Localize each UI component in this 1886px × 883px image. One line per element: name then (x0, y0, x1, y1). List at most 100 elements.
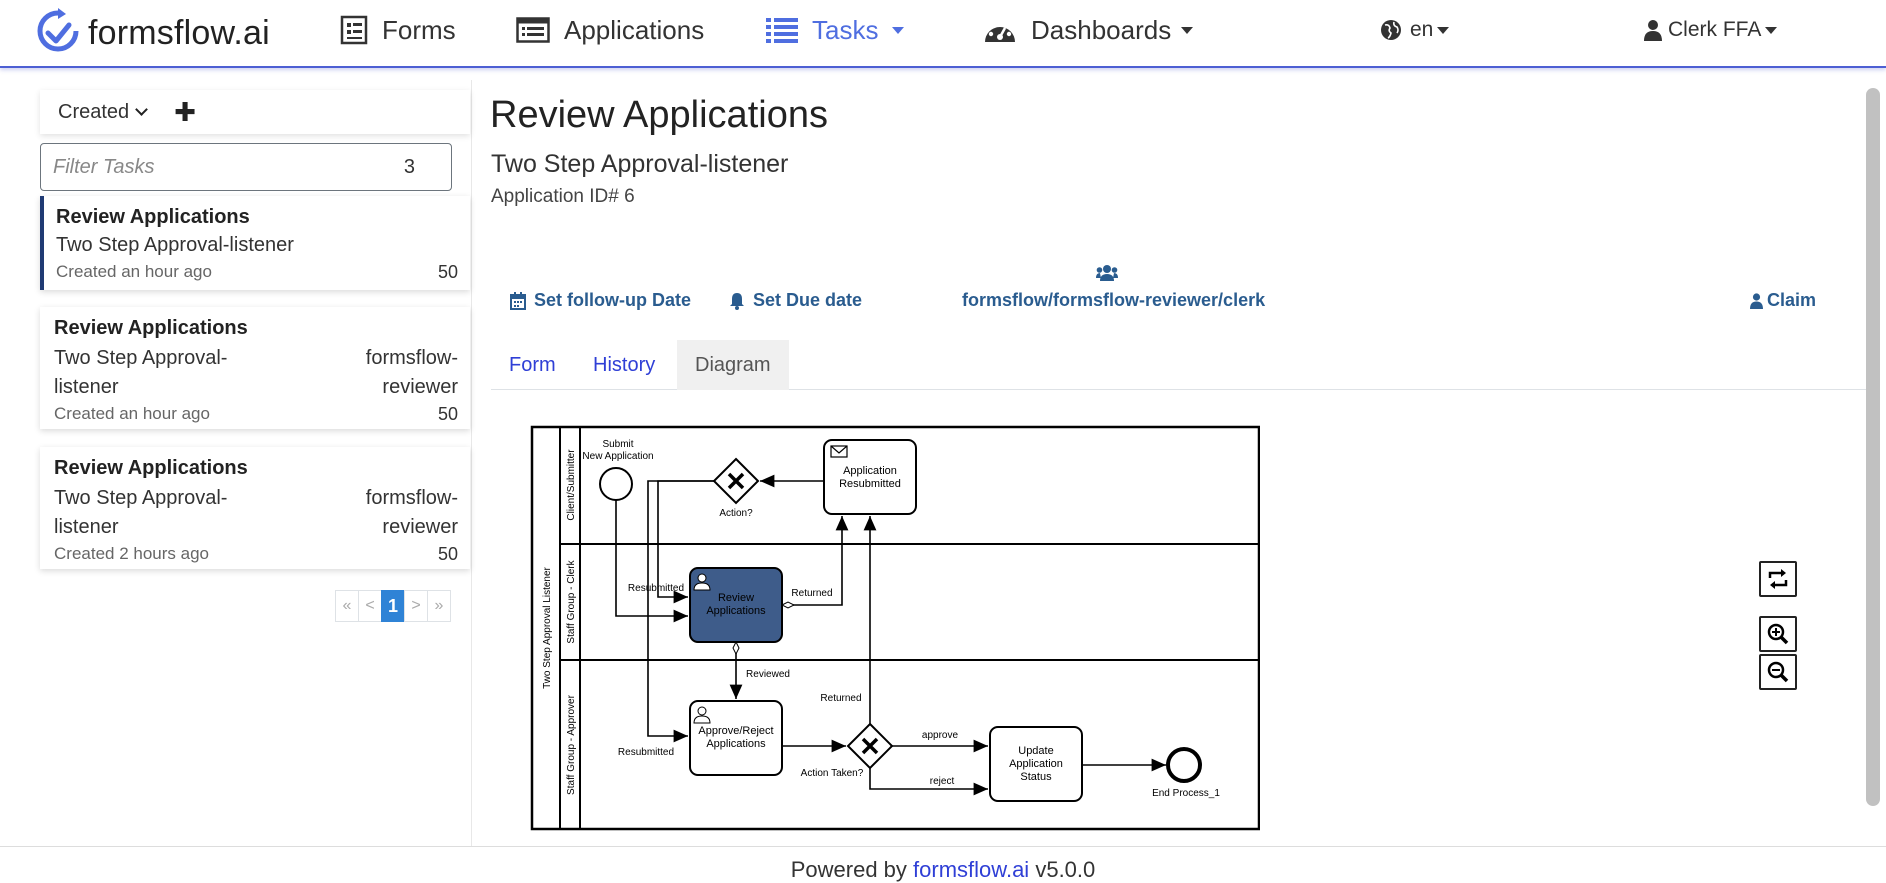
task-label: Application (1009, 758, 1063, 770)
set-follow-up-date-label: Set follow-up Date (534, 290, 691, 310)
start-event-label: Submit (602, 439, 633, 450)
user-task-icon (693, 706, 711, 724)
dashboard-icon (985, 20, 1015, 42)
footer: Powered by formsflow.ai v5.0.0 (0, 846, 1886, 882)
reset-icon (1768, 569, 1788, 589)
application-id: Application ID# 6 (491, 186, 635, 207)
chevron-down-icon (1437, 26, 1450, 34)
brand-name: formsflow.ai (88, 13, 270, 52)
task-priority: 50 (437, 404, 458, 424)
page-scrollbar[interactable] (1866, 88, 1880, 806)
zoom-in-button[interactable] (1759, 616, 1797, 652)
nav-applications-label: Applications (564, 14, 705, 45)
task-label: Approve/Reject (698, 725, 773, 737)
flow-label: Returned (791, 588, 832, 599)
gateway-action-label: Action? (719, 508, 753, 519)
task-label: Applications (706, 738, 766, 750)
brand[interactable]: formsflow.ai (36, 4, 270, 62)
task-update-status[interactable] (989, 726, 1083, 802)
nav-dashboards[interactable]: Dashboards (983, 10, 1194, 50)
envelope-icon (830, 445, 848, 458)
task-priority: 50 (437, 544, 458, 564)
footer-link[interactable]: formsflow.ai (913, 857, 1030, 882)
task-list-item[interactable]: Review Applications Two Step Approval-li… (40, 196, 470, 290)
forms-icon (340, 15, 368, 45)
language-selector[interactable]: en (1380, 10, 1450, 50)
pagination-page-1[interactable]: 1 (381, 590, 405, 622)
task-count: 3 (403, 155, 415, 178)
zoom-out-button[interactable] (1759, 654, 1797, 690)
task-tabs: Form History Diagram (491, 340, 1867, 390)
nav-tasks-label: Tasks (812, 14, 879, 45)
group-assignment-link[interactable]: formsflow/formsflow-reviewer/clerk (962, 290, 1265, 311)
sort-bar: Created ✚ (40, 90, 470, 134)
end-event-label: End Process_1 (1152, 788, 1220, 799)
user-name: Clerk FFA (1668, 18, 1762, 41)
user-task-icon (693, 573, 711, 591)
task-created-time: Created 2 hours ago (54, 544, 209, 563)
sort-dropdown[interactable]: Created (58, 101, 149, 124)
nav-applications[interactable]: Applications (516, 10, 704, 50)
zoom-in-icon (1767, 623, 1789, 645)
applications-icon (516, 17, 550, 43)
tab-history[interactable]: History (593, 353, 656, 376)
group-path: formsflow/formsflow-reviewer/clerk (962, 290, 1266, 310)
pool-label: Two Step Approval Listener (542, 566, 553, 688)
calendar-icon (510, 291, 526, 310)
user-menu[interactable]: Clerk FFA (1644, 10, 1778, 50)
formsflow-logo-icon (37, 8, 79, 52)
tab-diagram[interactable]: Diagram (677, 340, 789, 390)
zoom-out-icon (1767, 661, 1789, 683)
nav-dashboards-label: Dashboards (1031, 14, 1172, 45)
nav-forms[interactable]: Forms (340, 10, 456, 50)
pagination-prev[interactable]: < (358, 590, 382, 622)
task-title-heading: Review Applications (490, 94, 828, 136)
task-list-sidebar: Created ✚ 3 Review Applications Two Step… (18, 80, 472, 850)
task-title: Review Applications (56, 206, 250, 228)
bell-icon (730, 292, 744, 310)
set-due-date-button[interactable]: Set Due date (729, 290, 862, 311)
claim-button[interactable]: Claim (1750, 290, 1816, 311)
task-title: Review Applications (54, 317, 248, 339)
task-label: Resubmitted (839, 478, 901, 490)
chevron-down-icon (892, 26, 905, 34)
language-label: en (1410, 18, 1434, 41)
list-icon (766, 18, 798, 43)
add-sort-button[interactable]: ✚ (174, 97, 196, 127)
task-application-resubmitted[interactable] (823, 439, 917, 515)
end-event[interactable] (1166, 747, 1202, 783)
footer-prefix: Powered by (790, 857, 907, 882)
start-event[interactable] (599, 467, 633, 501)
reset-zoom-button[interactable] (1759, 561, 1797, 597)
filter-tasks-field: 3 (40, 143, 452, 191)
task-approve-reject[interactable] (689, 700, 783, 776)
task-label: Review (718, 592, 754, 604)
flow-label: Reviewed (746, 669, 790, 680)
task-title: Review Applications (54, 457, 248, 479)
task-process-subtitle: Two Step Approval-listener (491, 150, 789, 178)
task-list-item[interactable]: Review Applications Two Step Approval-li… (40, 447, 470, 569)
start-event-label: New Application (582, 451, 653, 462)
task-list-item[interactable]: Review Applications Two Step Approval-li… (40, 307, 470, 429)
pagination-first[interactable]: « (335, 590, 359, 622)
task-label: Applications (706, 605, 766, 617)
claim-label: Claim (1767, 290, 1817, 310)
set-follow-up-date-button[interactable]: Set follow-up Date (510, 290, 691, 311)
task-process-name: Two Step Approval-listener (54, 487, 228, 538)
nav-forms-label: Forms (382, 14, 456, 45)
pagination-last[interactable]: » (427, 590, 451, 622)
pagination-next[interactable]: > (404, 590, 428, 622)
filter-tasks-input[interactable] (53, 155, 393, 179)
pagination: « < 1 > » (335, 590, 451, 622)
chevron-down-icon (1765, 26, 1778, 34)
task-label: Status (1020, 771, 1052, 783)
lane-label-approver: Staff Group - Approver (566, 694, 577, 795)
top-navbar: formsflow.ai Forms Applications Tasks (0, 0, 1886, 68)
nav-tasks[interactable]: Tasks (766, 10, 905, 50)
bpmn-diagram: Two Step Approval Listener Client/Submit… (530, 425, 1260, 831)
task-label: Application (843, 465, 897, 477)
tab-form[interactable]: Form (509, 353, 556, 376)
gateway-action-taken-label: Action Taken? (801, 768, 864, 779)
chevron-down-icon (135, 103, 149, 116)
lane-label-clerk: Staff Group - Clerk (566, 559, 577, 643)
